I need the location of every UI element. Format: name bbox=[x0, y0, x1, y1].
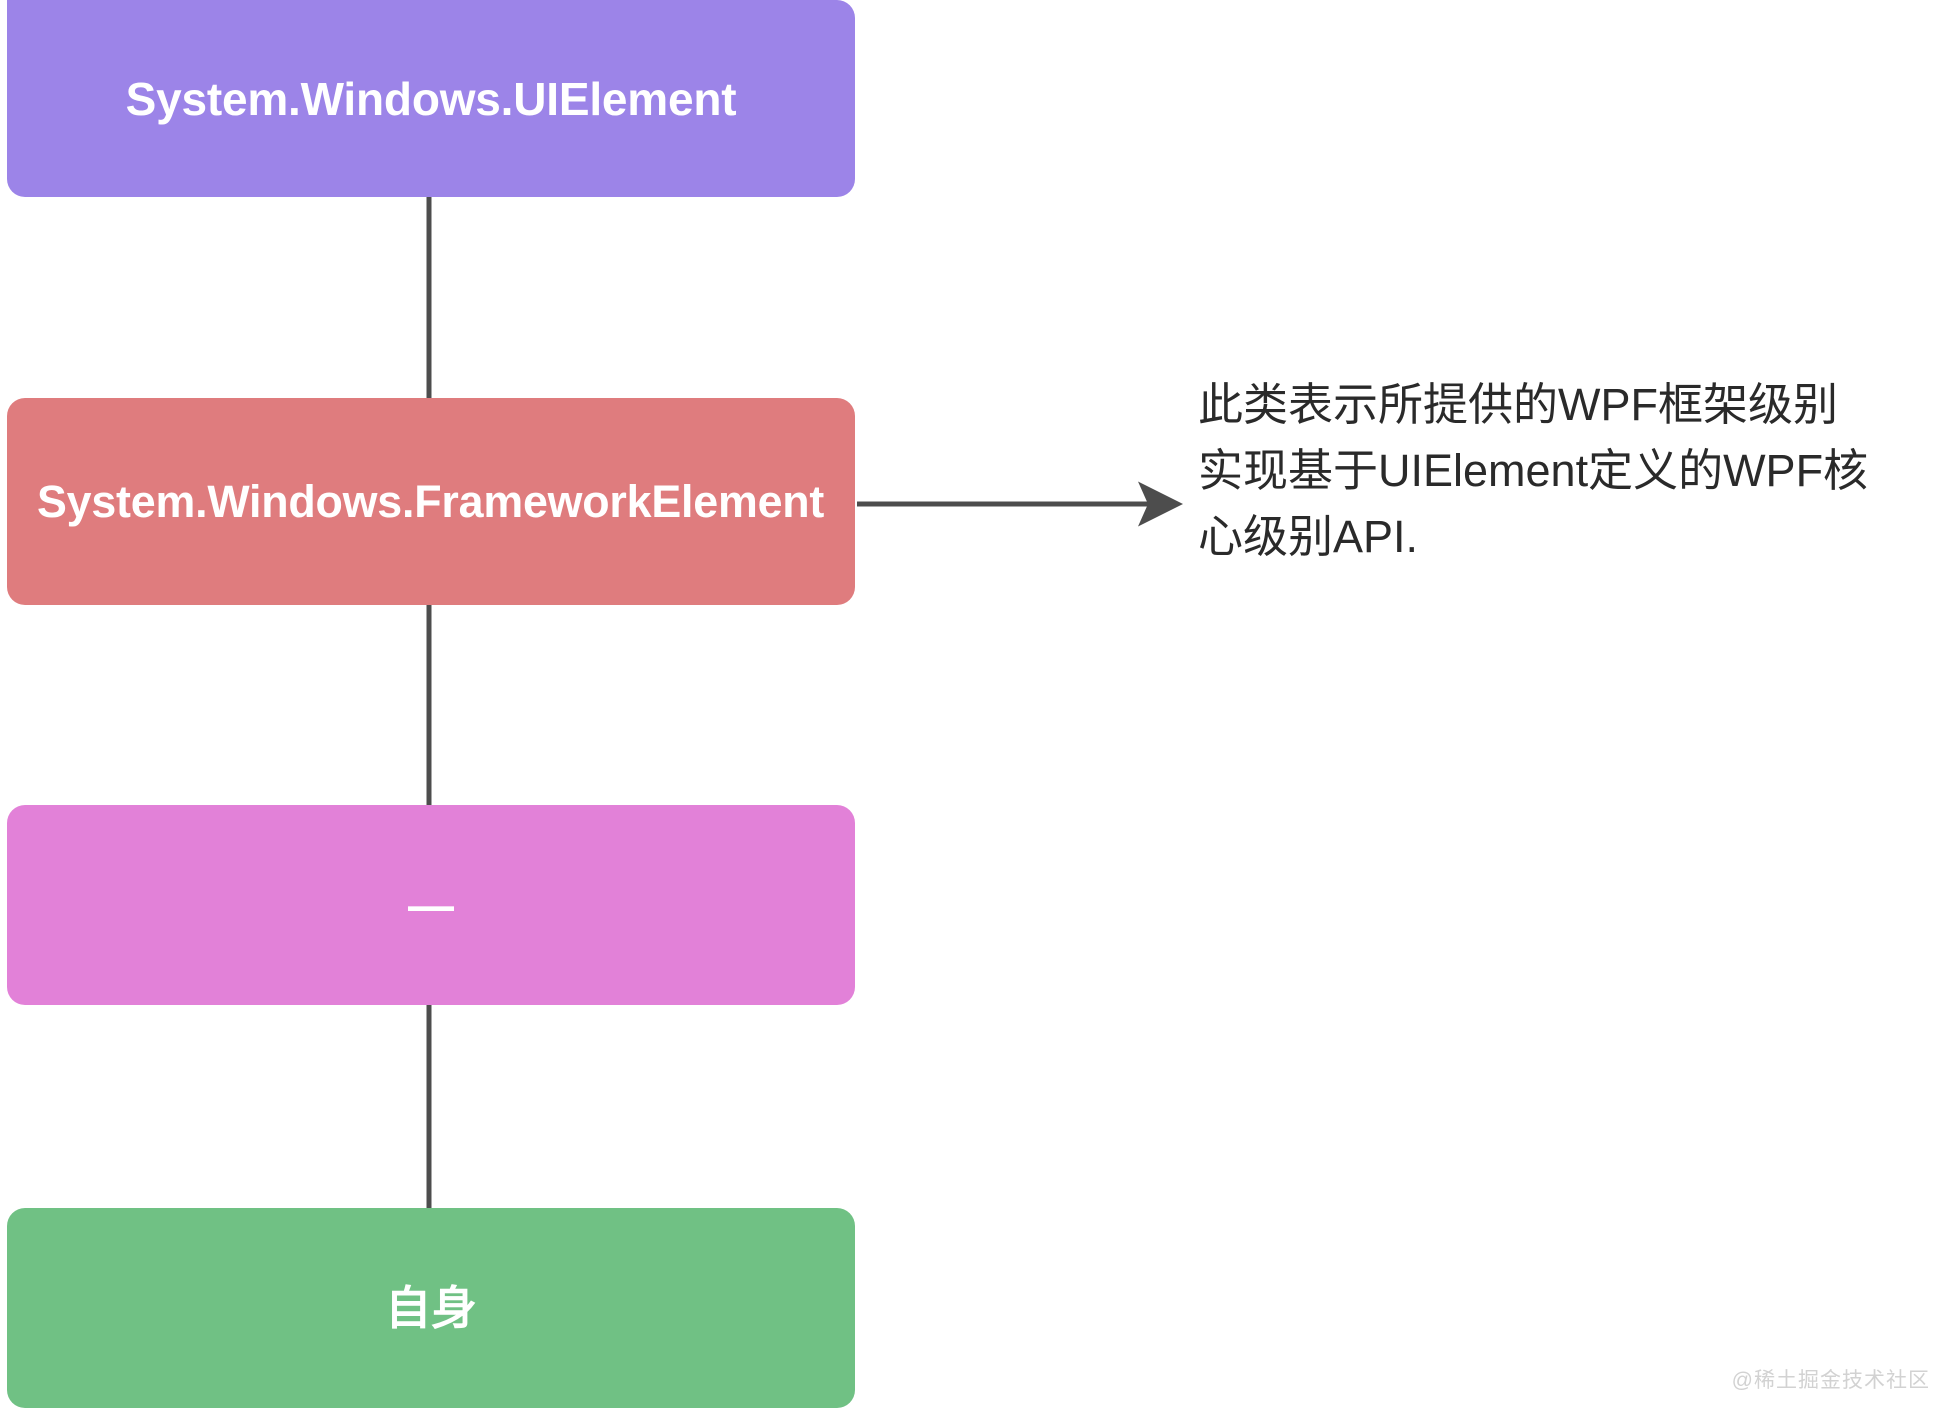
node-self[interactable]: 自身 bbox=[7, 1208, 855, 1408]
annotation-line-1: 此类表示所提供的WPF框架级别 bbox=[1198, 379, 1838, 430]
watermark: @稀土掘金技术社区 bbox=[1731, 1369, 1930, 1392]
annotation-line-2: 实现基于UIElement定义的WPF核 bbox=[1198, 445, 1869, 496]
node-intermediate[interactable]: — bbox=[7, 805, 855, 1005]
node-intermediate-label: — bbox=[408, 879, 454, 931]
node-uielement-label: System.Windows.UIElement bbox=[125, 72, 737, 125]
node-uielement[interactable]: System.Windows.UIElement bbox=[7, 0, 855, 197]
node-frameworkelement[interactable]: System.Windows.FrameworkElement bbox=[7, 398, 855, 605]
annotation-line-3: 心级别API. bbox=[1198, 511, 1419, 562]
node-self-label: 自身 bbox=[385, 1282, 477, 1334]
node-frameworkelement-label: System.Windows.FrameworkElement bbox=[37, 476, 825, 527]
annotation-text: 此类表示所提供的WPF框架级别 实现基于UIElement定义的WPF核 心级别… bbox=[1198, 372, 1938, 570]
